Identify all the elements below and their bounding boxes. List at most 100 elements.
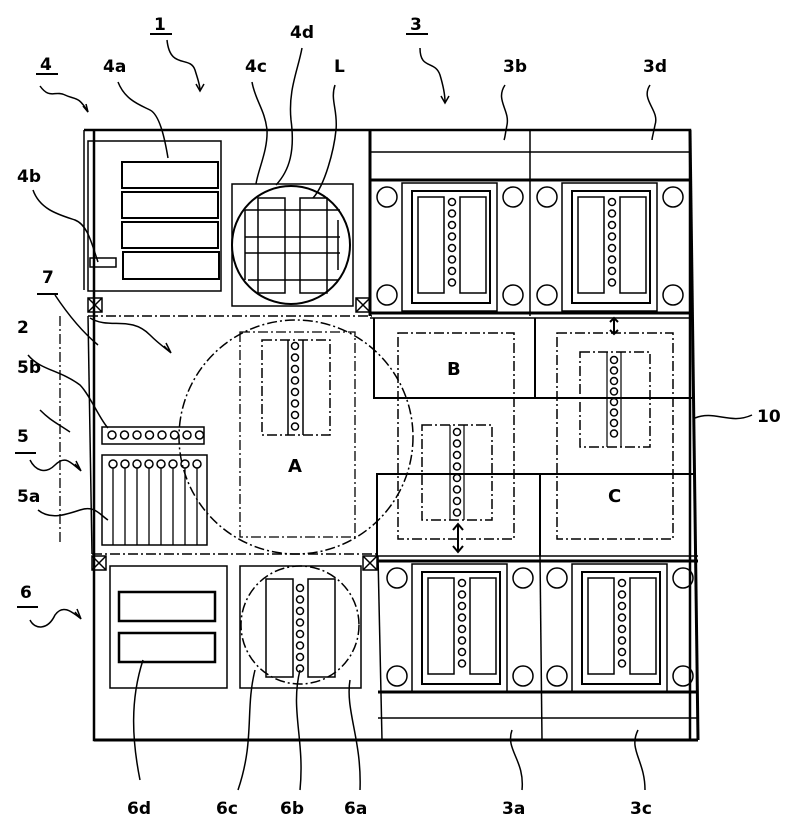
- wafer-dot: [609, 245, 616, 252]
- wafer-dot: [619, 580, 626, 587]
- wafer-dot: [609, 279, 616, 286]
- corner-bolt: [537, 285, 557, 305]
- corner-bolt: [663, 187, 683, 207]
- label-6c: 6c: [216, 799, 238, 819]
- holder-pin-5a: [145, 460, 153, 468]
- wafer-circle-6c: [241, 566, 359, 684]
- pin-5b: [171, 431, 179, 439]
- wafer-dot: [619, 660, 626, 667]
- wafer-dot: [297, 596, 304, 603]
- label-6: 6: [20, 583, 32, 603]
- unloading-section-6: [110, 566, 361, 688]
- processing-units-3: [370, 130, 698, 740]
- wafer-dot: [297, 619, 304, 626]
- label-4c: 4c: [245, 57, 267, 77]
- transfer-arrow: [453, 524, 463, 552]
- pin-5b: [146, 431, 154, 439]
- wafer-dot: [297, 654, 304, 661]
- label-7: 7: [42, 268, 54, 288]
- grid-4d: [245, 198, 340, 293]
- wafer-dot: [449, 268, 456, 275]
- wafer-dot: [611, 420, 618, 427]
- corner-markers: [88, 298, 377, 570]
- wafer-dot: [459, 580, 466, 587]
- holder-pin-5a: [157, 460, 165, 468]
- wafer-dot: [619, 591, 626, 598]
- holder-pin-5a: [193, 460, 201, 468]
- corner-bolt: [547, 666, 567, 686]
- wafer-dot: [449, 222, 456, 229]
- label-6a: 6a: [344, 799, 367, 819]
- wafer-dot: [611, 378, 618, 385]
- x-box-marker: [356, 298, 370, 312]
- wafer-dot: [292, 366, 299, 373]
- region-letter-C: C: [608, 486, 621, 507]
- holder-5a: [102, 455, 207, 545]
- wafer-dot: [611, 430, 618, 437]
- corner-bolt: [513, 666, 533, 686]
- wafer-dot: [449, 199, 456, 206]
- chamber-slot: [460, 197, 486, 293]
- chamber-slot: [620, 197, 646, 293]
- wafer-dot: [619, 603, 626, 610]
- wafer-dot: [459, 603, 466, 610]
- label-L: L: [334, 57, 345, 77]
- pin-5b: [183, 431, 191, 439]
- wafer-dot: [292, 389, 299, 396]
- chamber-slot: [578, 197, 604, 293]
- chamber-body: [562, 183, 657, 311]
- wafer-dot: [454, 463, 461, 470]
- wafer-dot: [609, 222, 616, 229]
- wafer-dot: [609, 268, 616, 275]
- wafer-dot: [611, 409, 618, 416]
- label-4b: 4b: [17, 167, 41, 187]
- chamber-slot: [428, 578, 454, 674]
- corridor-10: B C: [374, 318, 695, 556]
- pin-5b: [133, 431, 141, 439]
- holder-pin-5a: [181, 460, 189, 468]
- corner-bolt: [387, 568, 407, 588]
- label-10: 10: [757, 407, 781, 427]
- processing-chamber: [377, 183, 523, 311]
- wafer-dot: [454, 429, 461, 436]
- label-4a: 4a: [103, 57, 126, 77]
- wafer-dot: [459, 637, 466, 644]
- wafer-dot: [459, 614, 466, 621]
- pin-5b: [108, 431, 116, 439]
- wafer-dot: [454, 498, 461, 505]
- wafer-dot: [292, 343, 299, 350]
- wafer-dot: [297, 631, 304, 638]
- wafer-dot: [454, 452, 461, 459]
- transfer-arrow: [610, 318, 618, 334]
- wafer-dot: [459, 626, 466, 633]
- corner-bolt: [537, 187, 557, 207]
- wafer-dot: [449, 256, 456, 263]
- label-3b: 3b: [503, 57, 527, 77]
- wafer-boat-A: [262, 340, 330, 435]
- cassette-stack-6d: [119, 592, 215, 662]
- corner-bolt: [503, 187, 523, 207]
- wafer-dot: [449, 279, 456, 286]
- label-3a: 3a: [502, 799, 525, 819]
- region-letter-B: B: [447, 359, 461, 380]
- wafer-dot: [449, 210, 456, 217]
- wafer-dot: [609, 233, 616, 240]
- wafer-dot: [292, 400, 299, 407]
- label-6b: 6b: [280, 799, 304, 819]
- wafer-dot: [454, 440, 461, 447]
- chamber-body: [412, 564, 507, 692]
- corner-bolt: [663, 285, 683, 305]
- holder-pin-5a: [133, 460, 141, 468]
- holder-pin-5a: [121, 460, 129, 468]
- wafer-dot: [297, 585, 304, 592]
- wafer-dot: [292, 423, 299, 430]
- processing-chamber: [537, 183, 683, 311]
- x-box-marker: [363, 556, 377, 570]
- corner-bolt: [377, 187, 397, 207]
- wafer-4d: [232, 186, 350, 304]
- label-4d: 4d: [290, 23, 314, 43]
- label-3d: 3d: [643, 57, 667, 77]
- wafer-dot: [609, 199, 616, 206]
- corner-bolt: [547, 568, 567, 588]
